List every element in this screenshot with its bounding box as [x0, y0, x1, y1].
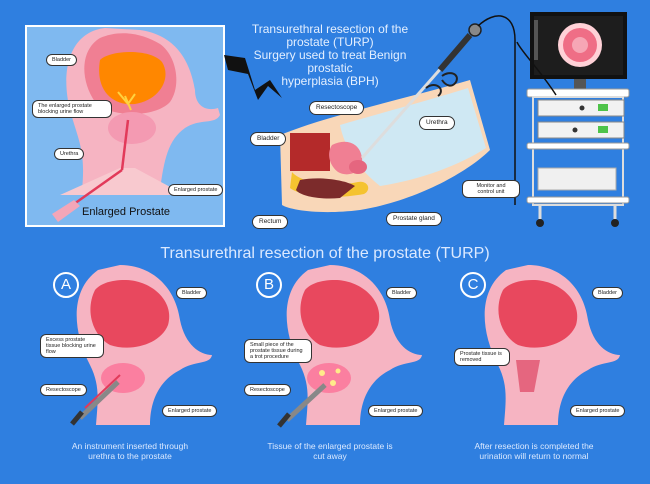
step-b-illustration [277, 265, 422, 428]
step-a-badge: A [53, 272, 79, 298]
step-a-caption: An instrument inserted through urethra t… [50, 441, 210, 461]
step-a-caption-line-1: An instrument inserted through [71, 441, 189, 451]
resectoscope-instrument [360, 15, 516, 205]
step-a-illustration [70, 265, 212, 426]
step-a-caption-line-2: urethra to the prostate [88, 451, 172, 461]
step-c-label-enlarged: Enlarged prostate [570, 405, 626, 417]
step-b-caption: Tissue of the enlarged prostate is cut a… [250, 441, 410, 461]
top-title-line-1: Transurethral resection of the prostate … [251, 22, 409, 49]
monitor-cart [516, 12, 630, 227]
procedure-label-bladder: Bladder [250, 132, 287, 146]
step-c-caption-line-2: urination will return to normal [479, 451, 589, 461]
inset-label-bladder: Bladder [46, 54, 77, 66]
inset-label-enlarged: Enlarged prostate [168, 184, 224, 196]
inset-title: Enlarged Prostate [82, 206, 171, 218]
step-b-label-enlarged: Enlarged prostate [368, 405, 424, 417]
inset-bladder-illustration [52, 28, 220, 222]
procedure-label-urethra: Urethra [419, 116, 455, 130]
step-c-label-bladder: Bladder [592, 287, 623, 299]
step-b-label-tool: Resectoscope [244, 384, 291, 396]
procedure-label-monitor: Monitor and control unit [462, 180, 520, 198]
step-b-caption-line-2: cut away [313, 451, 347, 461]
step-c-caption: After resection is completed the urinati… [454, 441, 614, 461]
top-title-line-2: Surgery used to treat Benign prostatic [253, 48, 407, 75]
procedure-label-resectoscope: Resectoscope [309, 101, 365, 115]
step-a-label-bladder: Bladder [176, 287, 207, 299]
step-b-badge: B [256, 272, 282, 298]
step-c-badge: C [460, 272, 486, 298]
step-c-label-note: Prostate tissue is removed [454, 348, 510, 366]
step-a-label-note: Excess prostate tissue blocking urine fl… [40, 334, 104, 358]
section-title: Transurethral resection of the prostate … [160, 245, 490, 262]
step-a-label-tool: Resectoscope [40, 384, 87, 396]
top-title-line-3: hyperplasia (BPH) [281, 74, 379, 88]
procedure-illustration [280, 80, 490, 213]
step-b-label-bladder: Bladder [386, 287, 417, 299]
procedure-label-rectum: Rectum [252, 215, 289, 229]
procedure-label-prostate-gland: Prostate gland [386, 212, 442, 226]
step-b-caption-line-1: Tissue of the enlarged prostate is [267, 441, 393, 451]
top-title: Transurethral resection of the prostate … [230, 23, 430, 88]
step-c-illustration [484, 265, 620, 425]
step-b-label-note: Small piece of the prostate tissue durin… [244, 339, 312, 363]
lightning-icon [224, 55, 282, 100]
step-c-caption-line-1: After resection is completed the [474, 441, 594, 451]
inset-label-urethra: Urethra [54, 148, 85, 160]
step-a-label-enlarged: Enlarged prostate [162, 405, 218, 417]
inset-label-blocking: The enlarged prostate blocking urine flo… [32, 100, 112, 118]
